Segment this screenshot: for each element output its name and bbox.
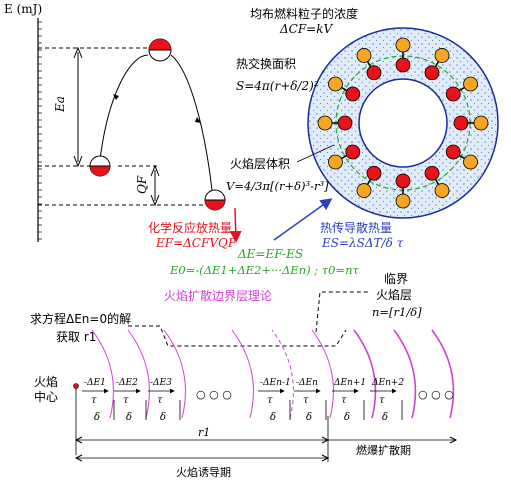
- transition-state-ball: [148, 38, 172, 62]
- solve-label-line2: 获取 r1: [56, 330, 96, 344]
- reaction-path-up: [99, 54, 149, 161]
- critical-formula: n=[r1/δ]: [372, 305, 422, 319]
- step-energy-label: -ΔE1: [84, 378, 106, 388]
- critical-line2: 火焰层: [376, 287, 412, 302]
- flame-front-arc: [91, 329, 114, 419]
- fuel-particle: [424, 165, 450, 198]
- step-energy-label: ΔEn+2: [371, 378, 404, 388]
- delta-e-formula: ΔE=EF-ES: [237, 247, 303, 261]
- reaction-path-down: [170, 54, 213, 191]
- step-energy-label: ΔEn+1: [333, 378, 366, 388]
- particle-panel: 均布燃料粒子的浓度 ΔCF=kV 热交换面积 S=4π(r+δ/2)² 火焰层体…: [226, 6, 499, 219]
- critical-line1: 临界: [384, 272, 408, 286]
- solve-leader: [128, 325, 347, 347]
- chem-title: 化学反应放热量: [148, 220, 232, 235]
- product-ball: [204, 189, 226, 211]
- theory-label: 火焰扩散边界层理论: [164, 288, 272, 303]
- fuel-particle: [317, 115, 353, 131]
- flame-front-arc: [231, 329, 254, 419]
- area-title: 热交换面积: [236, 56, 296, 71]
- induction-period-label: 火焰诱导期: [176, 465, 231, 479]
- flame-front-arc: [431, 329, 455, 419]
- flame-front-arc: [271, 329, 294, 419]
- solve-label-line1: 求方程ΔEn=0的解: [30, 311, 131, 326]
- timeline-ellipsis-1: ○ ○ ○: [196, 388, 232, 401]
- flame-front-arc: [353, 329, 377, 419]
- step-tau-label: τ: [341, 395, 347, 406]
- flame-front-arc: [127, 329, 150, 419]
- fuel-particle: [395, 173, 411, 209]
- chem-formula: EF=ΔCFVQF: [155, 236, 237, 250]
- center-label-line2: 中心: [34, 389, 58, 404]
- timeline-step: -ΔE3 τδ: [148, 378, 181, 423]
- timeline-step: -ΔE2 τδ: [114, 378, 147, 423]
- timeline-step: -ΔEn-1 τδ: [258, 378, 291, 423]
- timeline-ellipsis-2: ○ ○ ○: [418, 388, 454, 401]
- step-tau-label: τ: [303, 395, 309, 406]
- step-delta-label: δ: [126, 412, 132, 423]
- explosion-period-label: 燃爆扩散期: [356, 443, 411, 457]
- step-tau-label: τ: [267, 395, 273, 406]
- fuel-particle: [328, 76, 361, 102]
- fuel-particle: [328, 144, 361, 170]
- fuel-particle: [445, 144, 478, 170]
- step-delta-label: δ: [160, 412, 166, 423]
- flame-front-arc: [311, 329, 334, 419]
- step-energy-label: -ΔEn: [296, 378, 318, 388]
- flame-front-arc: [393, 329, 417, 419]
- timeline-step: -ΔEn τδ: [294, 378, 327, 423]
- energy-panel: E (mJ) Ea QF: [4, 2, 226, 242]
- ea-label: Ea: [53, 96, 67, 113]
- fuel-particle: [356, 165, 382, 198]
- step-delta-label: δ: [382, 412, 388, 423]
- volume-leader: [296, 144, 335, 163]
- timeline-steps: -ΔE1τδ-ΔE2τδ-ΔE3τδ-ΔEn-1τδ-ΔEnτδΔEn+1τδΔ…: [82, 378, 404, 423]
- fuel-particle: [445, 76, 478, 102]
- critical-leader: [315, 291, 370, 333]
- red-arrow: [229, 207, 242, 243]
- concentration-formula: ΔCF=kV: [279, 22, 334, 36]
- step-delta-label: δ: [270, 412, 276, 423]
- fuel-particle: [453, 115, 489, 131]
- heat-formula: ES=λSΔT/δ τ: [321, 236, 404, 250]
- fuel-particle: [356, 48, 382, 81]
- concentration-title: 均布燃料粒子的浓度: [250, 6, 358, 21]
- e0-formula: E0=-(ΔE1+ΔE2+···ΔEn) ; τ0=nτ: [169, 263, 359, 277]
- step-tau-label: τ: [123, 395, 129, 406]
- heat-title: 热传导散热量: [320, 220, 392, 235]
- blue-arrow: [273, 198, 333, 241]
- energy-axis-label: E (mJ): [4, 2, 42, 16]
- timeline-step: ΔEn+2 τδ: [370, 378, 404, 423]
- energy-axis-ticks: [38, 21, 42, 240]
- step-delta-label: δ: [344, 412, 350, 423]
- flame-front-arc: [163, 329, 186, 419]
- center-label-line1: 火焰: [34, 374, 58, 389]
- fuel-particles: [317, 37, 489, 209]
- flame-center-dot: [73, 383, 79, 389]
- step-tau-label: τ: [157, 395, 163, 406]
- inner-core-circle: [358, 78, 448, 168]
- equation-block: 化学反应放热量 EF=ΔCFVQF 热传导散热量 ES=λSΔT/δ τ ΔE=…: [30, 198, 422, 347]
- volume-formula: V=4/3π[(r+δ)³-r³]: [226, 179, 329, 193]
- volume-title: 火焰层体积: [230, 156, 290, 171]
- step-energy-label: -ΔE3: [150, 378, 172, 388]
- step-energy-label: -ΔE2: [116, 378, 138, 388]
- qf-label: QF: [135, 175, 149, 194]
- step-delta-label: δ: [94, 412, 100, 423]
- fuel-particle: [395, 37, 411, 73]
- step-delta-label: δ: [306, 412, 312, 423]
- flame-front-arcs: [91, 329, 455, 419]
- r1-label: r1: [198, 426, 210, 439]
- timeline-step: ΔEn+1 τδ: [332, 378, 366, 423]
- step-tau-label: τ: [91, 395, 97, 406]
- timeline-step: -ΔE1 τδ: [82, 378, 115, 423]
- step-energy-label: -ΔEn-1: [260, 378, 291, 388]
- area-formula: S=4π(r+δ/2)²: [236, 79, 319, 93]
- reactant-ball: [89, 155, 111, 177]
- timeline: 火焰 中心 -ΔE1τδ-ΔE2τδ-ΔE3τδ-ΔEn-1τδ-ΔEnτδΔE…: [34, 329, 458, 479]
- step-tau-label: τ: [379, 395, 385, 406]
- fuel-particle: [424, 48, 450, 81]
